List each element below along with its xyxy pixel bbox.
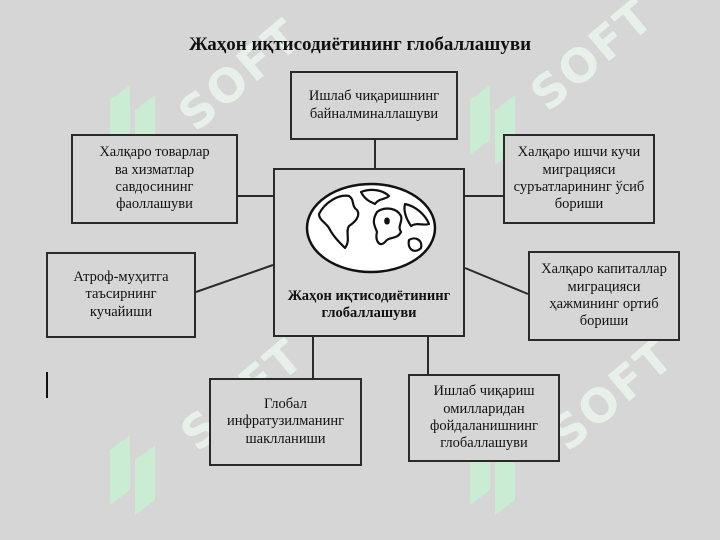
connector-line — [464, 267, 529, 295]
connector-line — [195, 264, 274, 293]
node-global-infrastructure: Глобал инфратузилманинг шаклланиши — [209, 378, 362, 466]
text-cursor — [46, 372, 48, 398]
node-labor-migration: Халқаро ишчи кучи миграцияси суръатларин… — [503, 134, 655, 224]
globe-icon — [305, 182, 437, 274]
center-label: Жаҳон иқтисодиётининг глобаллашуви — [287, 288, 451, 322]
node-trade-activation: Халқаро товарлар ва хизматлар савдосинин… — [71, 134, 238, 224]
watermark-logo-icon — [110, 435, 155, 515]
node-capital-migration: Халқаро капиталлар миграцияси ҳажмининг … — [528, 251, 680, 341]
node-environmental-impact: Атроф-муҳитга таъсирнинг кучайиши — [46, 252, 196, 338]
diagram-title: Жаҳон иқтисодиётининг глобаллашуви — [188, 34, 532, 55]
center-node: Жаҳон иқтисодиётининг глобаллашуви — [273, 168, 465, 337]
node-factors-globalization: Ишлаб чиқариш омилларидан фойдаланишнинг… — [408, 374, 560, 462]
node-production-internationalization: Ишлаб чиқаришнинг байналминаллашуви — [290, 71, 458, 140]
